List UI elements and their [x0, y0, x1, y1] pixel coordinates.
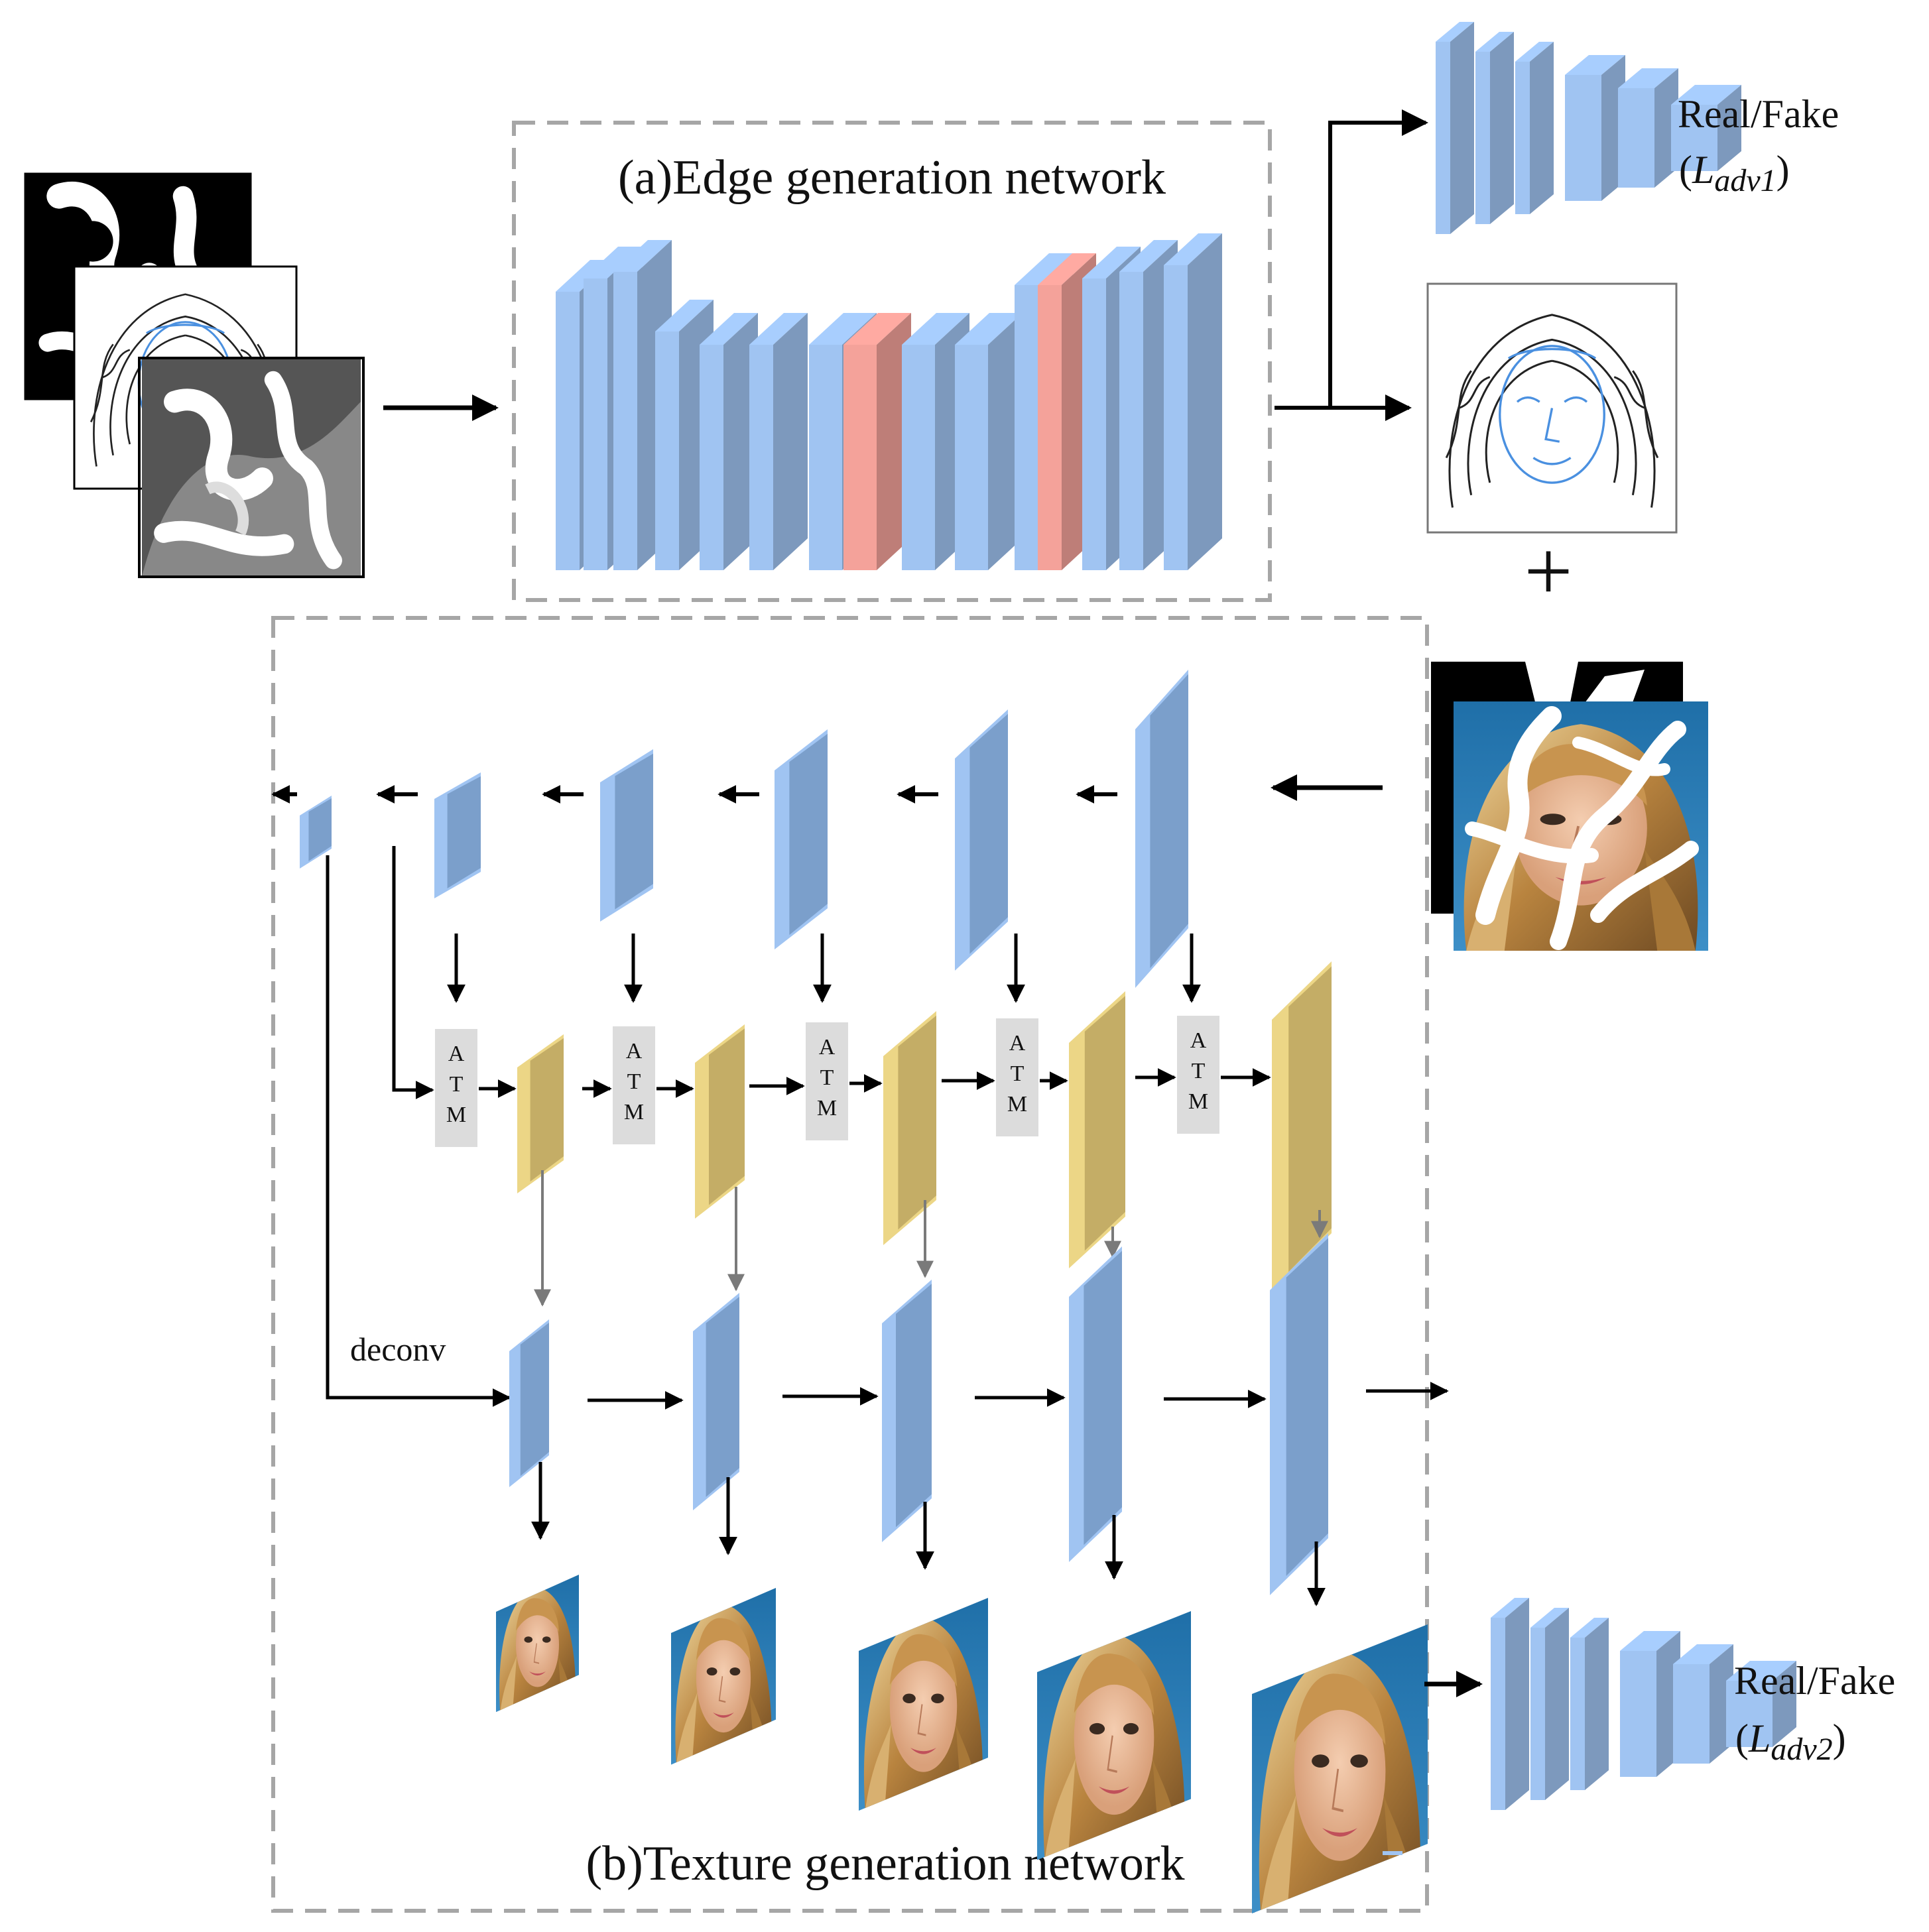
disc1-layer-5: [1618, 68, 1678, 188]
edge-layer-5: [700, 313, 758, 570]
atm-letter: T: [627, 1069, 641, 1094]
disc1-layer-2: [1475, 32, 1514, 224]
fusion-layer-2: [695, 1024, 745, 1219]
input-stack: [24, 172, 365, 578]
atm-letter: A: [626, 1039, 643, 1063]
atm-module-4: ATM: [996, 1018, 1038, 1136]
output-image-3: [859, 1598, 988, 1811]
output-image-5: [1252, 1624, 1428, 1913]
discriminator-1-output-label: Real/Fake: [1678, 92, 1839, 136]
disc2-layer-1: [1491, 1598, 1529, 1810]
edge-network-layers: [556, 233, 1222, 570]
edge-layer-8: [843, 313, 911, 570]
plus-sign: +: [1524, 524, 1572, 619]
disc1-layer-6: [1671, 85, 1741, 171]
atm-letter: A: [819, 1035, 836, 1059]
atm-letter: A: [448, 1042, 465, 1066]
decoder-layer-3: [882, 1280, 932, 1542]
disc1-layer-4: [1565, 55, 1625, 201]
decoder-layer-1: [509, 1319, 549, 1487]
skip-to-atm-line: [392, 846, 431, 1092]
discriminator-2-loss-label: (Ladv2): [1735, 1717, 1846, 1767]
output-image-4: [1037, 1611, 1191, 1860]
atm-letter: T: [1192, 1059, 1206, 1083]
texture-network-title: (b)Texture generation network: [586, 1837, 1185, 1891]
encoder-layer-3: [775, 729, 828, 949]
disc1-layer-3: [1515, 42, 1554, 214]
fusion-layer-5: [1272, 961, 1332, 1292]
atm-module-3: ATM: [806, 1022, 848, 1140]
edge-layer-15: [1164, 233, 1222, 570]
discriminator-1-loss-label: (Ladv1): [1679, 148, 1790, 198]
fusion-layer-1: [517, 1034, 564, 1193]
encoder-layer-4: [600, 749, 653, 922]
atm-letter: M: [624, 1100, 644, 1124]
encoder-layer-1: [1135, 670, 1188, 988]
discriminator-2-output-label: Real/Fake: [1734, 1659, 1895, 1703]
encoder-layer-2: [955, 709, 1008, 971]
discriminator-1: [1436, 22, 1741, 234]
atm-module-1: ATM: [435, 1029, 477, 1147]
discriminator-2: [1491, 1598, 1796, 1810]
atm-letter: M: [1188, 1089, 1208, 1114]
edge-network-title: (a)Edge generation network: [618, 151, 1166, 205]
atm-module-2: ATM: [613, 1026, 655, 1144]
disc2-layer-2: [1530, 1608, 1569, 1800]
output-image-2: [671, 1588, 776, 1765]
decoder-layer-4: [1069, 1246, 1122, 1562]
atm-letter: M: [817, 1096, 837, 1120]
atm-module-5: ATM: [1177, 1016, 1219, 1134]
atm-letter: T: [1011, 1061, 1025, 1086]
fusion-layer-4: [1069, 991, 1125, 1268]
generated-edge-map: [1426, 282, 1678, 534]
edge-to-discriminator-arrow: [1328, 109, 1428, 408]
output-image-1: [496, 1575, 579, 1712]
texture-network-border: [271, 616, 1429, 1913]
disc2-layer-3: [1570, 1618, 1609, 1790]
atm-letter: M: [1007, 1092, 1027, 1117]
input-grayscale-image: [138, 357, 365, 578]
decoder-layer-5: [1270, 1233, 1328, 1595]
disc2-layer-6: [1726, 1661, 1796, 1747]
atm-letter: A: [1009, 1031, 1026, 1056]
encoder-layer-6: [300, 796, 332, 869]
deconv-label: deconv: [350, 1331, 446, 1368]
edge-layer-6: [749, 313, 808, 570]
masked-color-input: [1431, 662, 1708, 951]
encoder-layer-5: [434, 772, 481, 898]
atm-letter: T: [450, 1072, 464, 1097]
edge-network-border: [512, 121, 1272, 602]
disc2-layer-5: [1673, 1644, 1733, 1764]
disc1-layer-1: [1436, 22, 1474, 234]
disc2-layer-4: [1620, 1631, 1680, 1777]
deconv-arrow: [326, 855, 511, 1407]
atm-letter: A: [1190, 1028, 1207, 1053]
edge-layer-10: [955, 313, 1023, 570]
fusion-layer-3: [883, 1011, 936, 1245]
decoder-layer-2: [693, 1293, 739, 1510]
atm-letter: T: [820, 1065, 834, 1090]
atm-letter: M: [446, 1103, 466, 1127]
